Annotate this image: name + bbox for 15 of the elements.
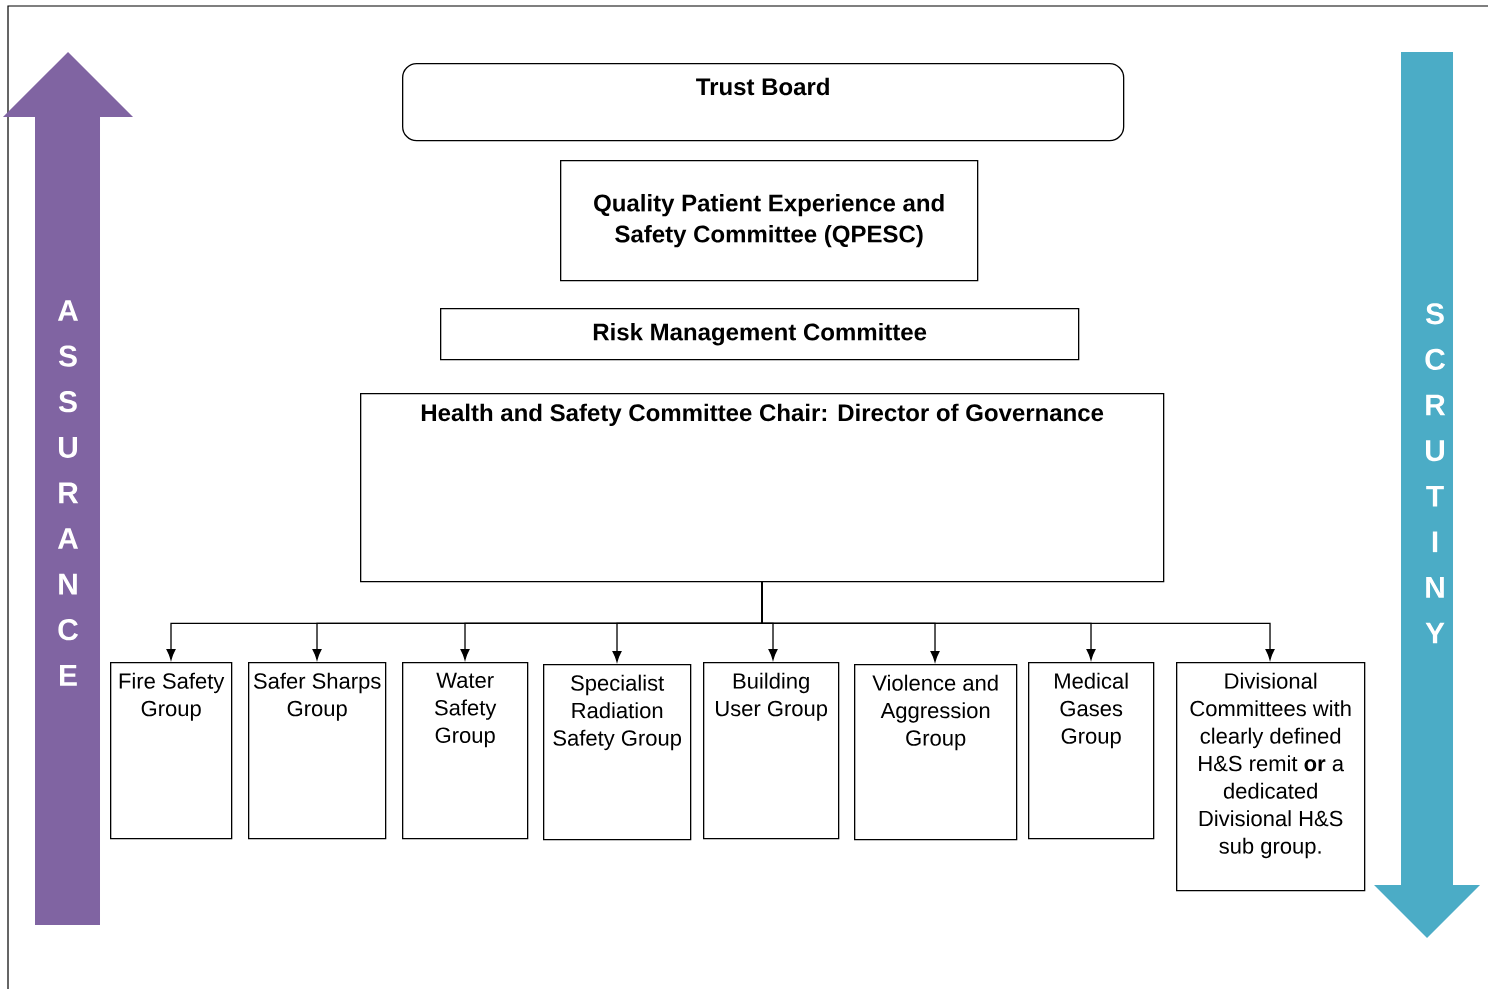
side-label: ASSURANCE (57, 300, 79, 686)
group-box: Water Safety Group (402, 662, 529, 840)
group-box: Building User Group (703, 662, 840, 840)
committee-box: Quality Patient Experience and Safety Committee (QPESC) (560, 160, 979, 282)
group-box: Divisional Committees with clearly defined H&S remit or a dedicated Divisional H&S sub group. (1176, 662, 1366, 892)
group-box: Safer Sharps Group (248, 662, 387, 840)
committee-box: Health and Safety Committee Chair: Director of Governance (360, 393, 1165, 583)
arrow (761, 581, 1275, 661)
group-box: Medical Gases Group (1028, 662, 1155, 840)
group-box: Fire Safety Group (110, 662, 233, 840)
title-box: Trust Board (402, 63, 1125, 142)
group-box: Specialist Radiation Safety Group (543, 664, 692, 841)
side-label: SCRUTINY (1425, 303, 1446, 644)
committee-box: Risk Management Committee (440, 308, 1080, 361)
group-box: Violence and Aggression Group (854, 664, 1018, 841)
